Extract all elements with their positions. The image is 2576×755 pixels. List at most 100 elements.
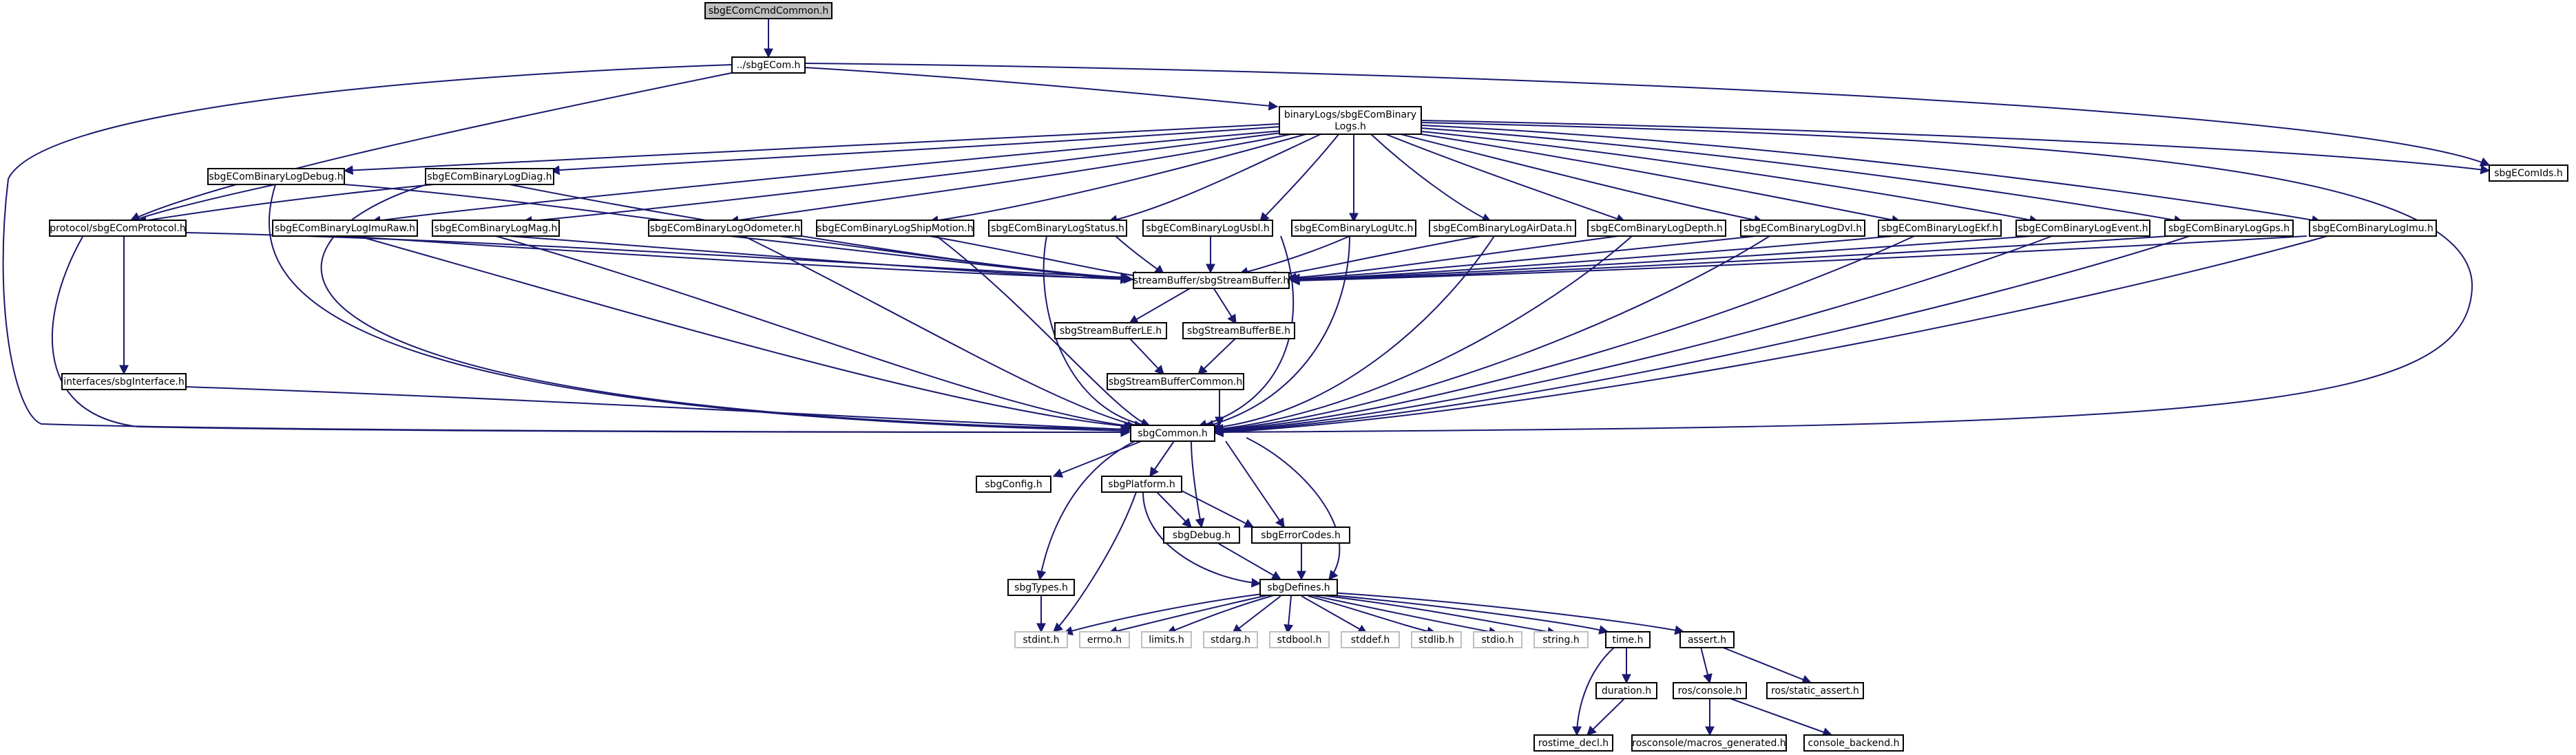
- node-limits[interactable]: limits.h: [1141, 631, 1192, 648]
- node-sbg-debug[interactable]: sbgDebug.h: [1163, 527, 1240, 544]
- node-ship-motion[interactable]: sbgEComBinaryLogShipMotion.h: [816, 220, 974, 237]
- node-stdbool[interactable]: stdbool.h: [1269, 631, 1330, 648]
- node-depth[interactable]: sbgEComBinaryLogDepth.h: [1587, 220, 1726, 237]
- node-sbg-common[interactable]: sbgCommon.h: [1130, 425, 1215, 442]
- node-macros-generated[interactable]: rosconsole/macros_generated.h: [1631, 734, 1787, 752]
- node-label-log-debug: sbgEComBinaryLogDebug.h: [209, 171, 343, 182]
- node-rostime-decl[interactable]: rostime_decl.h: [1533, 734, 1613, 752]
- node-label-time: time.h: [1613, 635, 1644, 646]
- edge-defines-stdarg: [1231, 595, 1281, 634]
- node-label-imu: sbgEComBinaryLogImu.h: [2312, 223, 2433, 234]
- edge-protocol-streambuf: [185, 232, 1131, 282]
- edge-ekf-common: [1213, 235, 1915, 436]
- node-label-gps: sbgEComBinaryLogGps.h: [2168, 223, 2290, 234]
- edge-ecom-protocol: [129, 71, 739, 222]
- node-stdint[interactable]: stdint.h: [1014, 631, 1068, 648]
- edge-imu-common: [1213, 235, 2328, 438]
- node-interface[interactable]: interfaces/sbgInterface.h: [61, 373, 187, 390]
- node-odometer[interactable]: sbgEComBinaryLogOdometer.h: [648, 220, 802, 237]
- node-utc[interactable]: sbgEComBinaryLogUtc.h: [1291, 220, 1416, 237]
- edge-platform-defines: [1142, 491, 1261, 588]
- node-label-stdio: stdio.h: [1481, 635, 1514, 646]
- node-sbg-error-codes[interactable]: sbgErrorCodes.h: [1251, 527, 1350, 544]
- node-root[interactable]: sbgEComCmdCommon.h: [704, 2, 833, 19]
- edge-ekf-streambuf: [1290, 235, 1894, 284]
- nodes: sbgEComCmdCommon.h ../sbgECom.h binaryLo…: [49, 2, 2568, 752]
- node-air-data[interactable]: sbgEComBinaryLogAirData.h: [1429, 220, 1576, 237]
- node-ekf[interactable]: sbgEComBinaryLogEkf.h: [1878, 220, 2002, 237]
- node-protocol[interactable]: protocol/sbgEComProtocol.h: [49, 220, 187, 237]
- node-stdarg[interactable]: stdarg.h: [1203, 631, 1258, 648]
- node-ros-console[interactable]: ros/console.h: [1673, 682, 1747, 699]
- node-console-backend[interactable]: console_backend.h: [1803, 734, 1904, 752]
- node-label-assert: assert.h: [1688, 635, 1726, 646]
- edge-duration-rostime: [1587, 697, 1626, 736]
- edge-binlogs-ids: [1421, 120, 2491, 175]
- node-imu[interactable]: sbgEComBinaryLogImu.h: [2309, 220, 2437, 237]
- node-ecom-ids[interactable]: sbgEComIds.h: [2489, 164, 2568, 182]
- edge-usbl-common: [1197, 235, 1295, 429]
- node-binary-logs[interactable]: binaryLogs/sbgEComBinary Logs.h: [1279, 106, 1422, 135]
- edge-defines-stddef: [1301, 595, 1368, 634]
- node-label-stdarg: stdarg.h: [1211, 635, 1250, 646]
- edge-dvl-streambuf: [1290, 235, 1757, 284]
- node-assert[interactable]: assert.h: [1679, 631, 1735, 648]
- edge-common-debug: [1191, 440, 1205, 529]
- edge-protocol-common: [51, 236, 1131, 437]
- node-label-sbg-error-codes: sbgErrorCodes.h: [1261, 530, 1341, 541]
- edge-binlogs-airdata: [1370, 133, 1492, 222]
- edge-platform-errcodes: [1177, 488, 1255, 528]
- edge-utc-streambuf: [1238, 235, 1350, 277]
- node-string[interactable]: string.h: [1533, 631, 1589, 648]
- node-stream-buffer-le[interactable]: sbgStreamBufferLE.h: [1054, 322, 1167, 339]
- edge-odometer-streambuf: [729, 235, 1134, 284]
- edge-logdebug-common: [268, 184, 1131, 436]
- node-duration[interactable]: duration.h: [1595, 682, 1657, 699]
- node-imu-raw[interactable]: sbgEComBinaryLogImuRaw.h: [272, 220, 418, 237]
- node-label-stream-buffer-be: sbgStreamBufferBE.h: [1187, 326, 1290, 337]
- node-event[interactable]: sbgEComBinaryLogEvent.h: [2015, 220, 2150, 237]
- node-label-stdlib: stdlib.h: [1418, 635, 1454, 646]
- node-stream-buffer[interactable]: streamBuffer/sbgStreamBuffer.h: [1133, 272, 1290, 289]
- edge-imu-streambuf: [1290, 235, 2307, 286]
- edge-sbbe-sbcommon: [1197, 337, 1237, 375]
- edge-defines-stdint: [1062, 593, 1268, 636]
- edge-defines-time: [1318, 593, 1609, 635]
- node-status[interactable]: sbgEComBinaryLogStatus.h: [988, 220, 1127, 237]
- edge-defines-string: [1315, 594, 1558, 637]
- node-sbg-types[interactable]: sbgTypes.h: [1007, 579, 1075, 596]
- edge-sble-sbcommon: [1129, 337, 1164, 376]
- node-dvl[interactable]: sbgEComBinaryLogDvl.h: [1740, 220, 1865, 237]
- edge-event-common: [1213, 235, 2053, 436]
- node-sbg-config[interactable]: sbgConfig.h: [976, 476, 1051, 493]
- edge-shipmotion-common: [936, 235, 1151, 428]
- node-stdlib[interactable]: stdlib.h: [1411, 631, 1462, 648]
- node-sbg-defines[interactable]: sbgDefines.h: [1259, 579, 1338, 596]
- node-stdio[interactable]: stdio.h: [1473, 631, 1522, 648]
- node-usbl[interactable]: sbgEComBinaryLogUsbl.h: [1142, 220, 1273, 237]
- node-label-sbg-common: sbgCommon.h: [1138, 428, 1207, 439]
- node-log-diag[interactable]: sbgEComBinaryLogDiag.h: [425, 168, 554, 185]
- node-label-errno: errno.h: [1087, 635, 1122, 646]
- node-errno[interactable]: errno.h: [1079, 631, 1130, 648]
- edge-event-streambuf: [1290, 235, 2032, 284]
- node-sbg-platform[interactable]: sbgPlatform.h: [1101, 476, 1182, 493]
- node-gps[interactable]: sbgEComBinaryLogGps.h: [2164, 220, 2294, 237]
- edge-mag-streambuf: [509, 235, 1131, 284]
- node-stream-buffer-common[interactable]: sbgStreamBufferCommon.h: [1107, 373, 1244, 390]
- node-ros-static-assert[interactable]: ros/static_assert.h: [1766, 682, 1864, 699]
- node-ecom[interactable]: ../sbgECom.h: [731, 56, 806, 74]
- node-stddef[interactable]: stddef.h: [1341, 631, 1400, 648]
- node-label-air-data: sbgEComBinaryLogAirData.h: [1433, 223, 1572, 234]
- edge-streambuf-sble: [1128, 287, 1192, 324]
- node-time[interactable]: time.h: [1605, 631, 1651, 648]
- edge-rosconsole-backend: [1728, 697, 1833, 737]
- node-label-stdint: stdint.h: [1023, 635, 1059, 646]
- node-log-debug[interactable]: sbgEComBinaryLogDebug.h: [207, 168, 345, 185]
- node-label-dvl: sbgEComBinaryLogDvl.h: [1743, 223, 1862, 234]
- edge-defines-errno: [1107, 594, 1271, 636]
- node-label-odometer: sbgEComBinaryLogOdometer.h: [650, 223, 801, 234]
- node-mag[interactable]: sbgEComBinaryLogMag.h: [432, 220, 560, 237]
- node-stream-buffer-be[interactable]: sbgStreamBufferBE.h: [1182, 322, 1295, 339]
